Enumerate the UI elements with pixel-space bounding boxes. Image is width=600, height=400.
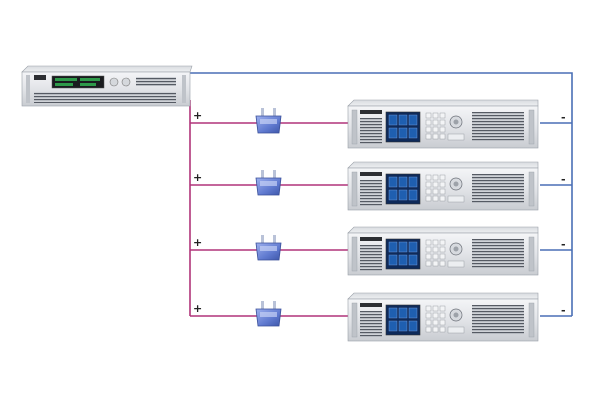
blade-fuse-icon [255, 235, 282, 261]
wiring [189, 72, 573, 316]
positive-terminal-label: + [193, 171, 202, 184]
electronic-load-icon [347, 226, 539, 276]
load-channels: +-+-+-+- [190, 99, 572, 342]
negative-terminal-label: - [561, 111, 566, 124]
negative-bus-wire [190, 72, 573, 316]
negative-terminal-label: - [561, 173, 566, 186]
negative-terminal-label: - [561, 304, 566, 317]
electronic-load-icon [347, 99, 539, 149]
load-channel: +- [190, 292, 572, 342]
load-channel: +- [190, 226, 572, 276]
electronic-load-icon [347, 292, 539, 342]
blade-fuse-icon [255, 170, 282, 196]
positive-terminal-label: + [193, 302, 202, 315]
negative-terminal-label: - [561, 238, 566, 251]
dc-power-supply-icon [21, 65, 193, 107]
load-channel: +- [190, 161, 572, 211]
blade-fuse-icon [255, 108, 282, 134]
positive-terminal-label: + [193, 236, 202, 249]
blade-fuse-icon [255, 301, 282, 327]
positive-terminal-label: + [193, 109, 202, 122]
load-channel: +- [190, 99, 572, 149]
electronic-load-icon [347, 161, 539, 211]
